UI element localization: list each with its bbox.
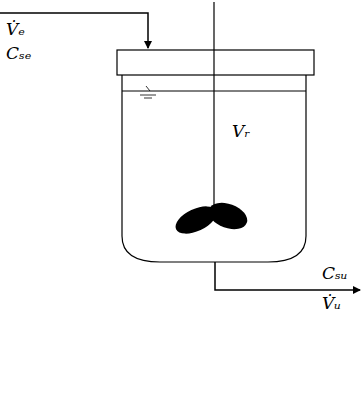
reactor-volume-label: Vᵣ <box>232 122 250 141</box>
inlet-concentration-label: Cₛₑ <box>6 44 31 63</box>
outlet-concentration-label: Cₛᵤ <box>322 264 348 283</box>
outlet-pipe <box>215 262 360 290</box>
stirrer-shaft <box>213 2 214 218</box>
surface-symbol <box>144 98 152 99</box>
impeller-blade <box>205 198 251 234</box>
inflow-rate-label: V̇ₑ <box>6 20 25 39</box>
inlet-pipe <box>0 13 148 48</box>
surface-symbol <box>140 95 156 96</box>
surface-symbol <box>146 86 150 91</box>
reactor-lid <box>117 50 314 75</box>
outflow-rate-label: V̇ᵤ <box>322 294 341 313</box>
